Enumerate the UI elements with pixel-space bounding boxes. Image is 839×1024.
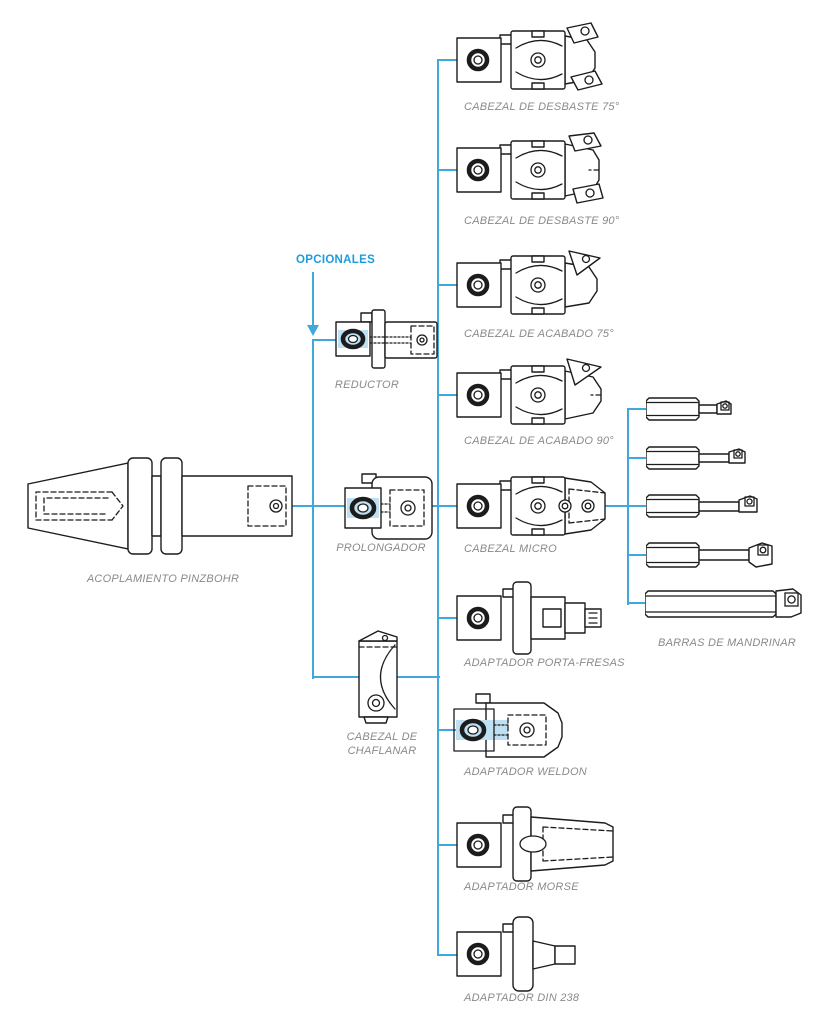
connector-chaflanar-right bbox=[395, 676, 440, 678]
reductor-drawing bbox=[335, 309, 438, 369]
barras-mandrinar-label: BARRAS DE MANDRINAR bbox=[658, 637, 796, 649]
cabezal-acabado-90-label: CABEZAL DE ACABADO 90° bbox=[464, 435, 614, 447]
connector-chaflanar-left bbox=[312, 676, 360, 678]
connector-stub-bar1 bbox=[627, 408, 648, 410]
adaptador-din238-drawing bbox=[455, 916, 576, 992]
prolongador-drawing bbox=[344, 473, 433, 540]
adaptador-weldon-drawing bbox=[453, 693, 563, 758]
adaptador-weldon-label: ADAPTADOR WELDON bbox=[464, 766, 587, 778]
connector-stub-bar4 bbox=[627, 554, 648, 556]
cabezal-chaflanar-drawing bbox=[358, 630, 398, 724]
opcionales-title: OPCIONALES bbox=[296, 254, 376, 266]
connector-stub-morse bbox=[437, 844, 461, 846]
connector-stub-bar3 bbox=[627, 505, 648, 507]
adaptador-din238-label: ADAPTADOR DIN 238 bbox=[464, 992, 580, 1004]
barra-mandrinar-4-drawing bbox=[646, 542, 773, 568]
cabezal-micro-drawing bbox=[455, 466, 606, 546]
connector-reductor-stub bbox=[312, 339, 338, 341]
connector-stub-weldon bbox=[437, 729, 461, 731]
connector-right-trunk bbox=[437, 59, 439, 956]
connector-stub-acabado75 bbox=[437, 284, 461, 286]
connector-stub-din238 bbox=[437, 954, 461, 956]
acoplamiento-label: ACOPLAMIENTO PINZBOHR bbox=[86, 573, 240, 585]
connector-left-trunk bbox=[312, 339, 314, 679]
barra-mandrinar-5-drawing bbox=[645, 588, 802, 618]
acoplamiento-pinzbohr-drawing bbox=[27, 457, 293, 555]
adaptador-portafresas-drawing bbox=[455, 581, 602, 655]
cabezal-desbaste-90-label: CABEZAL DE DESBASTE 90° bbox=[464, 215, 620, 227]
cabezal-desbaste-75-label: CABEZAL DE DESBASTE 75° bbox=[464, 101, 620, 113]
prolongador-label: PROLONGADOR bbox=[336, 542, 426, 554]
cabezal-acabado-90-drawing bbox=[455, 358, 602, 435]
adaptador-morse-drawing bbox=[455, 806, 614, 882]
cabezal-acabado-75-drawing bbox=[455, 250, 601, 325]
connector-stub-desbaste90 bbox=[437, 169, 461, 171]
adaptador-portafresas-label: ADAPTADOR PORTA-FRESAS bbox=[464, 657, 625, 669]
opcionales-arrow-head bbox=[307, 325, 319, 336]
barra-mandrinar-1-drawing bbox=[646, 397, 732, 421]
connector-stub-desbaste75 bbox=[437, 59, 461, 61]
connector-stub-bar2 bbox=[627, 457, 648, 459]
cabezal-micro-label: CABEZAL MICRO bbox=[464, 543, 557, 555]
connector-stub-acabado90 bbox=[437, 394, 461, 396]
cabezal-chaflanar-label: CABEZAL DE CHAFLANAR bbox=[346, 731, 418, 758]
connector-stub-portafresas bbox=[437, 617, 461, 619]
connector-stub-micro bbox=[437, 505, 461, 507]
cabezal-acabado-75-label: CABEZAL DE ACABADO 75° bbox=[464, 328, 614, 340]
cabezal-desbaste-90-drawing bbox=[455, 132, 604, 204]
reductor-label: REDUCTOR bbox=[334, 379, 400, 391]
barra-mandrinar-2-drawing bbox=[646, 446, 746, 470]
opcionales-arrow-line bbox=[312, 272, 314, 326]
connector-stub-bar5 bbox=[627, 602, 648, 604]
adaptador-morse-label: ADAPTADOR MORSE bbox=[464, 881, 579, 893]
connector-micro-to-bars bbox=[596, 505, 629, 507]
cabezal-desbaste-75-drawing bbox=[455, 22, 603, 91]
barra-mandrinar-3-drawing bbox=[646, 494, 758, 518]
